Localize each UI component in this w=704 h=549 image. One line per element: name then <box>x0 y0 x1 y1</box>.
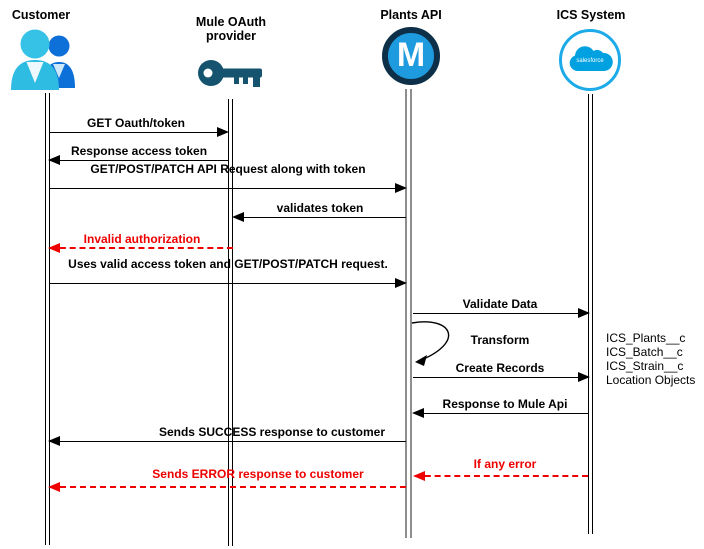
message-arrow-validates-token <box>232 212 406 222</box>
message-label-api-request-with-token: GET/POST/PATCH API Request along with to… <box>90 162 366 176</box>
message-arrow-if-any-error <box>413 470 588 481</box>
message-arrow-response-to-mule-api <box>412 408 588 418</box>
ics-note-line-2: ICS_Batch__c <box>606 345 683 359</box>
message-label-success-response: Sends SUCCESS response to customer <box>158 425 386 439</box>
message-arrow-api-request-with-token <box>50 183 407 193</box>
actor-label-customer: Customer <box>11 8 71 22</box>
message-label-response-to-mule-api: Response to Mule Api <box>442 397 568 411</box>
message-label-transform: Transform <box>470 333 530 347</box>
message-label-uses-valid-token: Uses valid access token and GET/POST/PAT… <box>68 257 388 271</box>
ics-note-line-4: Location Objects <box>606 373 696 387</box>
ics-note-line-3: ICS_Strain__c <box>606 359 684 373</box>
mule-logo-letter: M <box>396 36 426 74</box>
message-arrow-success-response <box>48 436 406 446</box>
lifeline-customer <box>45 93 50 545</box>
key-icon <box>197 59 265 96</box>
ics-objects-note: ICS_Plants__c ICS_Batch__c ICS_Strain__c… <box>606 331 695 387</box>
lifeline-plants <box>405 89 412 538</box>
message-label-if-any-error: If any error <box>473 457 537 471</box>
message-arrow-transform-loop <box>411 321 450 366</box>
mulesoft-logo-icon: M <box>382 27 440 85</box>
message-label-response-access-token: Response access token <box>70 144 208 158</box>
message-arrow-uses-valid-token <box>50 278 407 288</box>
message-label-create-records: Create Records <box>455 361 545 375</box>
message-arrow-validate-data <box>413 308 590 318</box>
message-arrow-response-access-token <box>48 155 228 165</box>
message-label-get-oauth-token: GET Oauth/token <box>86 116 186 130</box>
salesforce-logo-text: salesforce <box>576 58 604 64</box>
actor-label-plants: Plants API <box>380 8 442 22</box>
message-label-error-response: Sends ERROR response to customer <box>152 467 364 481</box>
message-arrow-get-oauth-token <box>50 127 229 137</box>
message-arrow-create-records <box>413 372 590 382</box>
message-label-validates-token: validates token <box>276 201 364 215</box>
message-arrow-error-response <box>48 481 406 492</box>
people-icon <box>9 28 77 95</box>
message-arrow-invalid-authorization <box>48 242 233 253</box>
actor-label-ics: ICS System <box>556 8 626 22</box>
ics-note-line-1: ICS_Plants__c <box>606 331 686 345</box>
lifeline-oauth <box>228 99 233 546</box>
salesforce-cloud-icon: salesforce <box>559 29 621 91</box>
message-label-invalid-authorization: Invalid authorization <box>83 232 201 246</box>
actor-label-oauth: Mule OAuth provider <box>195 15 267 43</box>
message-label-validate-data: Validate Data <box>462 297 538 311</box>
